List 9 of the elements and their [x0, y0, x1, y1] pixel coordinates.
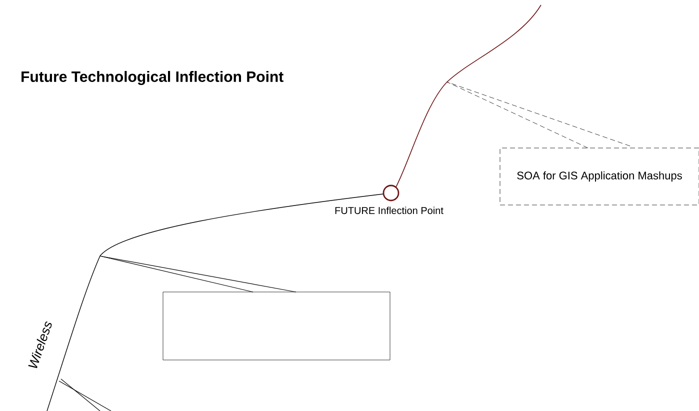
- callout-box: [162, 292, 390, 360]
- circle-marker: [382, 184, 400, 202]
- leader-line: [446, 82, 630, 146]
- title: Future Technological Inflection Point: [22, 70, 284, 86]
- point-label: FUTURE Inflection Point: [335, 206, 444, 214]
- leader-line: [100, 256, 254, 292]
- leader-line: [446, 82, 588, 148]
- callout-box: SOA for GIS Application Mashups: [500, 148, 699, 206]
- leader-line: [100, 256, 296, 292]
